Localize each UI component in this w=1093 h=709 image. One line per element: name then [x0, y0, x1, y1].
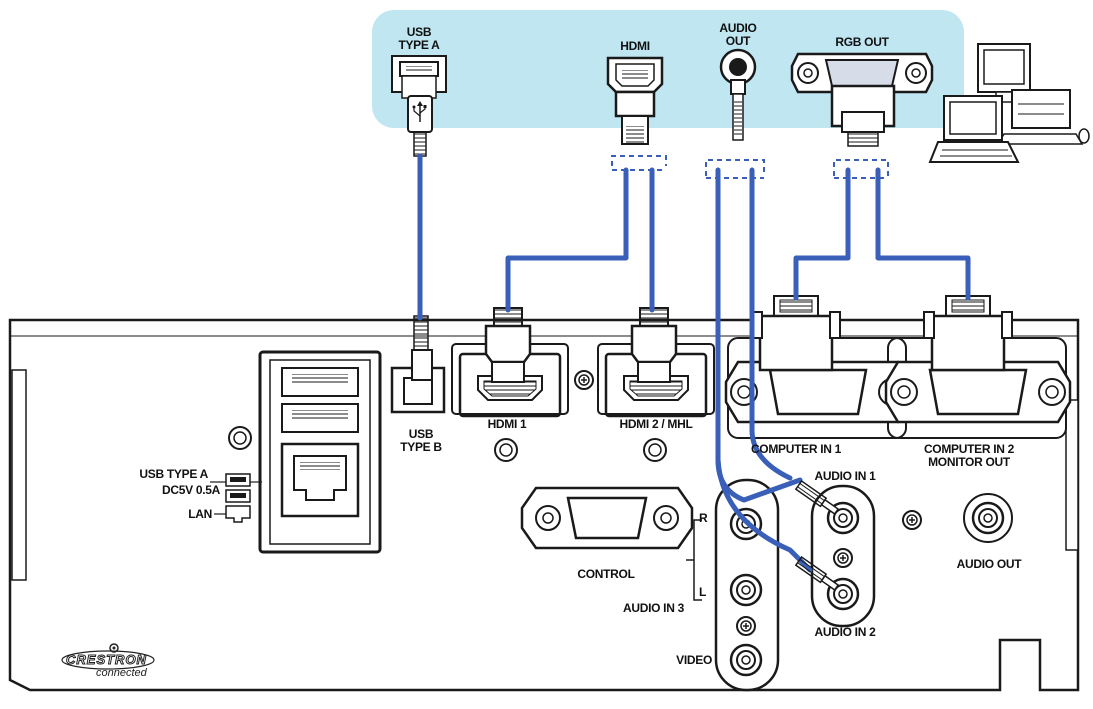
rgb-out-source-label: RGB OUT: [835, 35, 889, 49]
control-label: CONTROL: [577, 567, 635, 581]
hdmi1-label: HDMI 1: [487, 417, 527, 431]
computer-in1-label: COMPUTER IN 1: [750, 442, 842, 456]
screw-icon: [574, 370, 594, 390]
rgb-cable-1: [793, 167, 851, 301]
video-label: VIDEO: [676, 653, 712, 667]
audio-in1-label: AUDIO IN 1: [814, 469, 876, 483]
source-device-panel: [372, 10, 964, 128]
cables: [417, 153, 971, 573]
audio-out-source-jack: [719, 48, 757, 141]
audio-cable-3: [715, 457, 813, 573]
crestron-logo: CRESTRON connected: [60, 642, 190, 684]
usb-type-a-icon: [210, 473, 262, 503]
audio-out-port: [971, 501, 1005, 535]
lan-label: LAN: [188, 507, 212, 521]
l-label: L: [699, 585, 707, 599]
audio-cable-2: [749, 167, 793, 481]
usb-icon: [412, 101, 427, 122]
dc5v-label: DC5V 0.5A: [162, 483, 220, 497]
lan-icon: [214, 505, 251, 523]
hdmi-source-port: [606, 56, 664, 145]
hdmi-source-label: HDMI: [620, 39, 650, 53]
audio-out-label: AUDIO OUT: [956, 557, 1022, 571]
hdmi-cable-1: [505, 167, 629, 313]
logo-sub: connected: [96, 667, 147, 679]
laptop-icon: [928, 95, 1020, 163]
control-port: [520, 486, 694, 550]
audio-plug-2: [794, 555, 840, 591]
computer-icon: [977, 43, 1090, 145]
audio-in3-label: AUDIO IN 3: [622, 601, 684, 615]
usb-type-b-port: [390, 315, 446, 414]
hdmi2-label: HDMI 2 / MHL: [619, 417, 693, 431]
audio-plug-1: [794, 479, 840, 515]
audio-in2-label: AUDIO IN 2: [814, 625, 876, 639]
rgb-cable-2: [875, 167, 971, 301]
cable-split-markers: [611, 155, 889, 179]
usb-type-a-label: USB TYPE A: [139, 467, 208, 481]
logo-brand: CRESTRON: [66, 652, 147, 668]
rgb-out-source-port: [790, 52, 934, 147]
r-label: R: [699, 511, 708, 525]
